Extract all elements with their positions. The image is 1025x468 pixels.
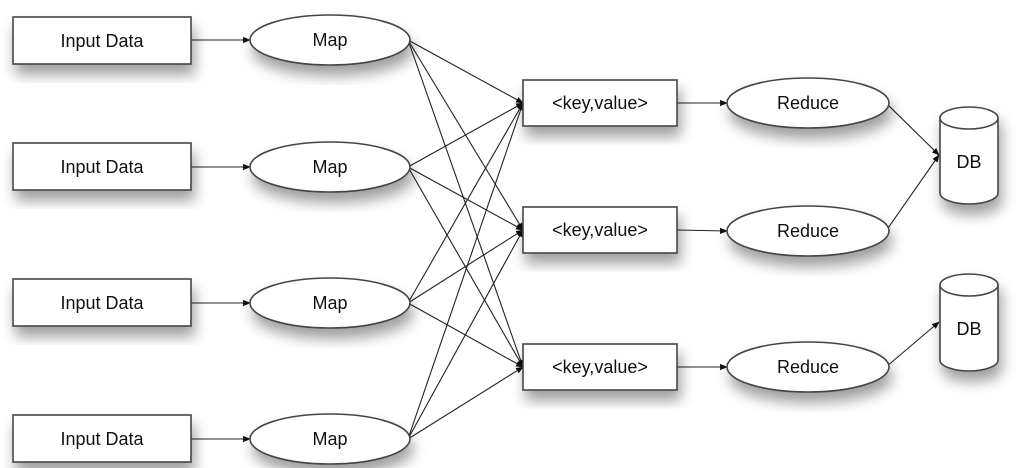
kv-box [522, 206, 678, 254]
input-box [12, 142, 192, 191]
kv-node-2: <key,value> [522, 206, 678, 254]
map-to-kv-arrow [407, 102, 524, 440]
reduce-to-db-arrow [885, 154, 940, 232]
db-label: DB [956, 319, 981, 339]
kv-label: <key,value> [552, 220, 648, 240]
kv-node-1: <key,value> [522, 79, 678, 127]
edges-layer [191, 36, 940, 443]
db-cylinder-body [939, 285, 999, 372]
reduce-label: Reduce [777, 357, 839, 377]
map-to-kv-arrow [407, 366, 524, 440]
reduce-label: Reduce [777, 93, 839, 113]
input-label: Input Data [60, 429, 144, 449]
map-to-kv-arrow [407, 166, 524, 231]
kv-label: <key,value> [552, 357, 648, 377]
reduce-node-3: Reduce [726, 341, 890, 393]
map-ellipse [249, 413, 411, 465]
kv-node-3: <key,value> [522, 343, 678, 391]
input-label: Input Data [60, 157, 144, 177]
input-box [12, 16, 192, 65]
map-to-kv-arrow [407, 229, 524, 304]
kv-label: <key,value> [552, 93, 648, 113]
input-node-3: Input Data [12, 278, 192, 327]
input-node-1: Input Data [12, 16, 192, 65]
db-cylinder-top [939, 106, 999, 130]
db-cylinder-top [939, 273, 999, 297]
input-node-2: Input Data [12, 142, 192, 191]
reduce-to-db-arrow [885, 321, 940, 368]
map-to-kv-arrow [407, 102, 524, 168]
input-label: Input Data [60, 31, 144, 51]
kv-to-reduce-arrow [676, 227, 728, 234]
kv-box [522, 79, 678, 127]
map-to-kv-arrow [407, 102, 524, 304]
map-to-kv-arrow [407, 229, 524, 440]
map-node-2: Map [249, 141, 411, 193]
map-label: Map [312, 293, 347, 313]
reduce-node-2: Reduce [726, 205, 890, 257]
map-to-kv-arrow [407, 39, 524, 104]
map-label: Map [312, 30, 347, 50]
reduce-ellipse [726, 205, 890, 257]
map-ellipse [249, 277, 411, 329]
map-label: Map [312, 157, 347, 177]
db-node-1: DB [939, 106, 999, 205]
reduce-to-db-arrow [885, 102, 940, 156]
reduce-ellipse [726, 341, 890, 393]
input-label: Input Data [60, 293, 144, 313]
input-box [12, 414, 192, 463]
map-node-1: Map [249, 14, 411, 66]
db-label: DB [956, 152, 981, 172]
input-box [12, 278, 192, 327]
db-cylinder-body [939, 118, 999, 205]
map-ellipse [249, 14, 411, 66]
input-node-4: Input Data [12, 414, 192, 463]
reduce-node-1: Reduce [726, 77, 890, 129]
db-node-2: DB [939, 273, 999, 372]
map-node-4: Map [249, 413, 411, 465]
reduce-ellipse [726, 77, 890, 129]
map-label: Map [312, 429, 347, 449]
reduce-label: Reduce [777, 221, 839, 241]
map-ellipse [249, 141, 411, 193]
kv-box [522, 343, 678, 391]
map-node-3: Map [249, 277, 411, 329]
